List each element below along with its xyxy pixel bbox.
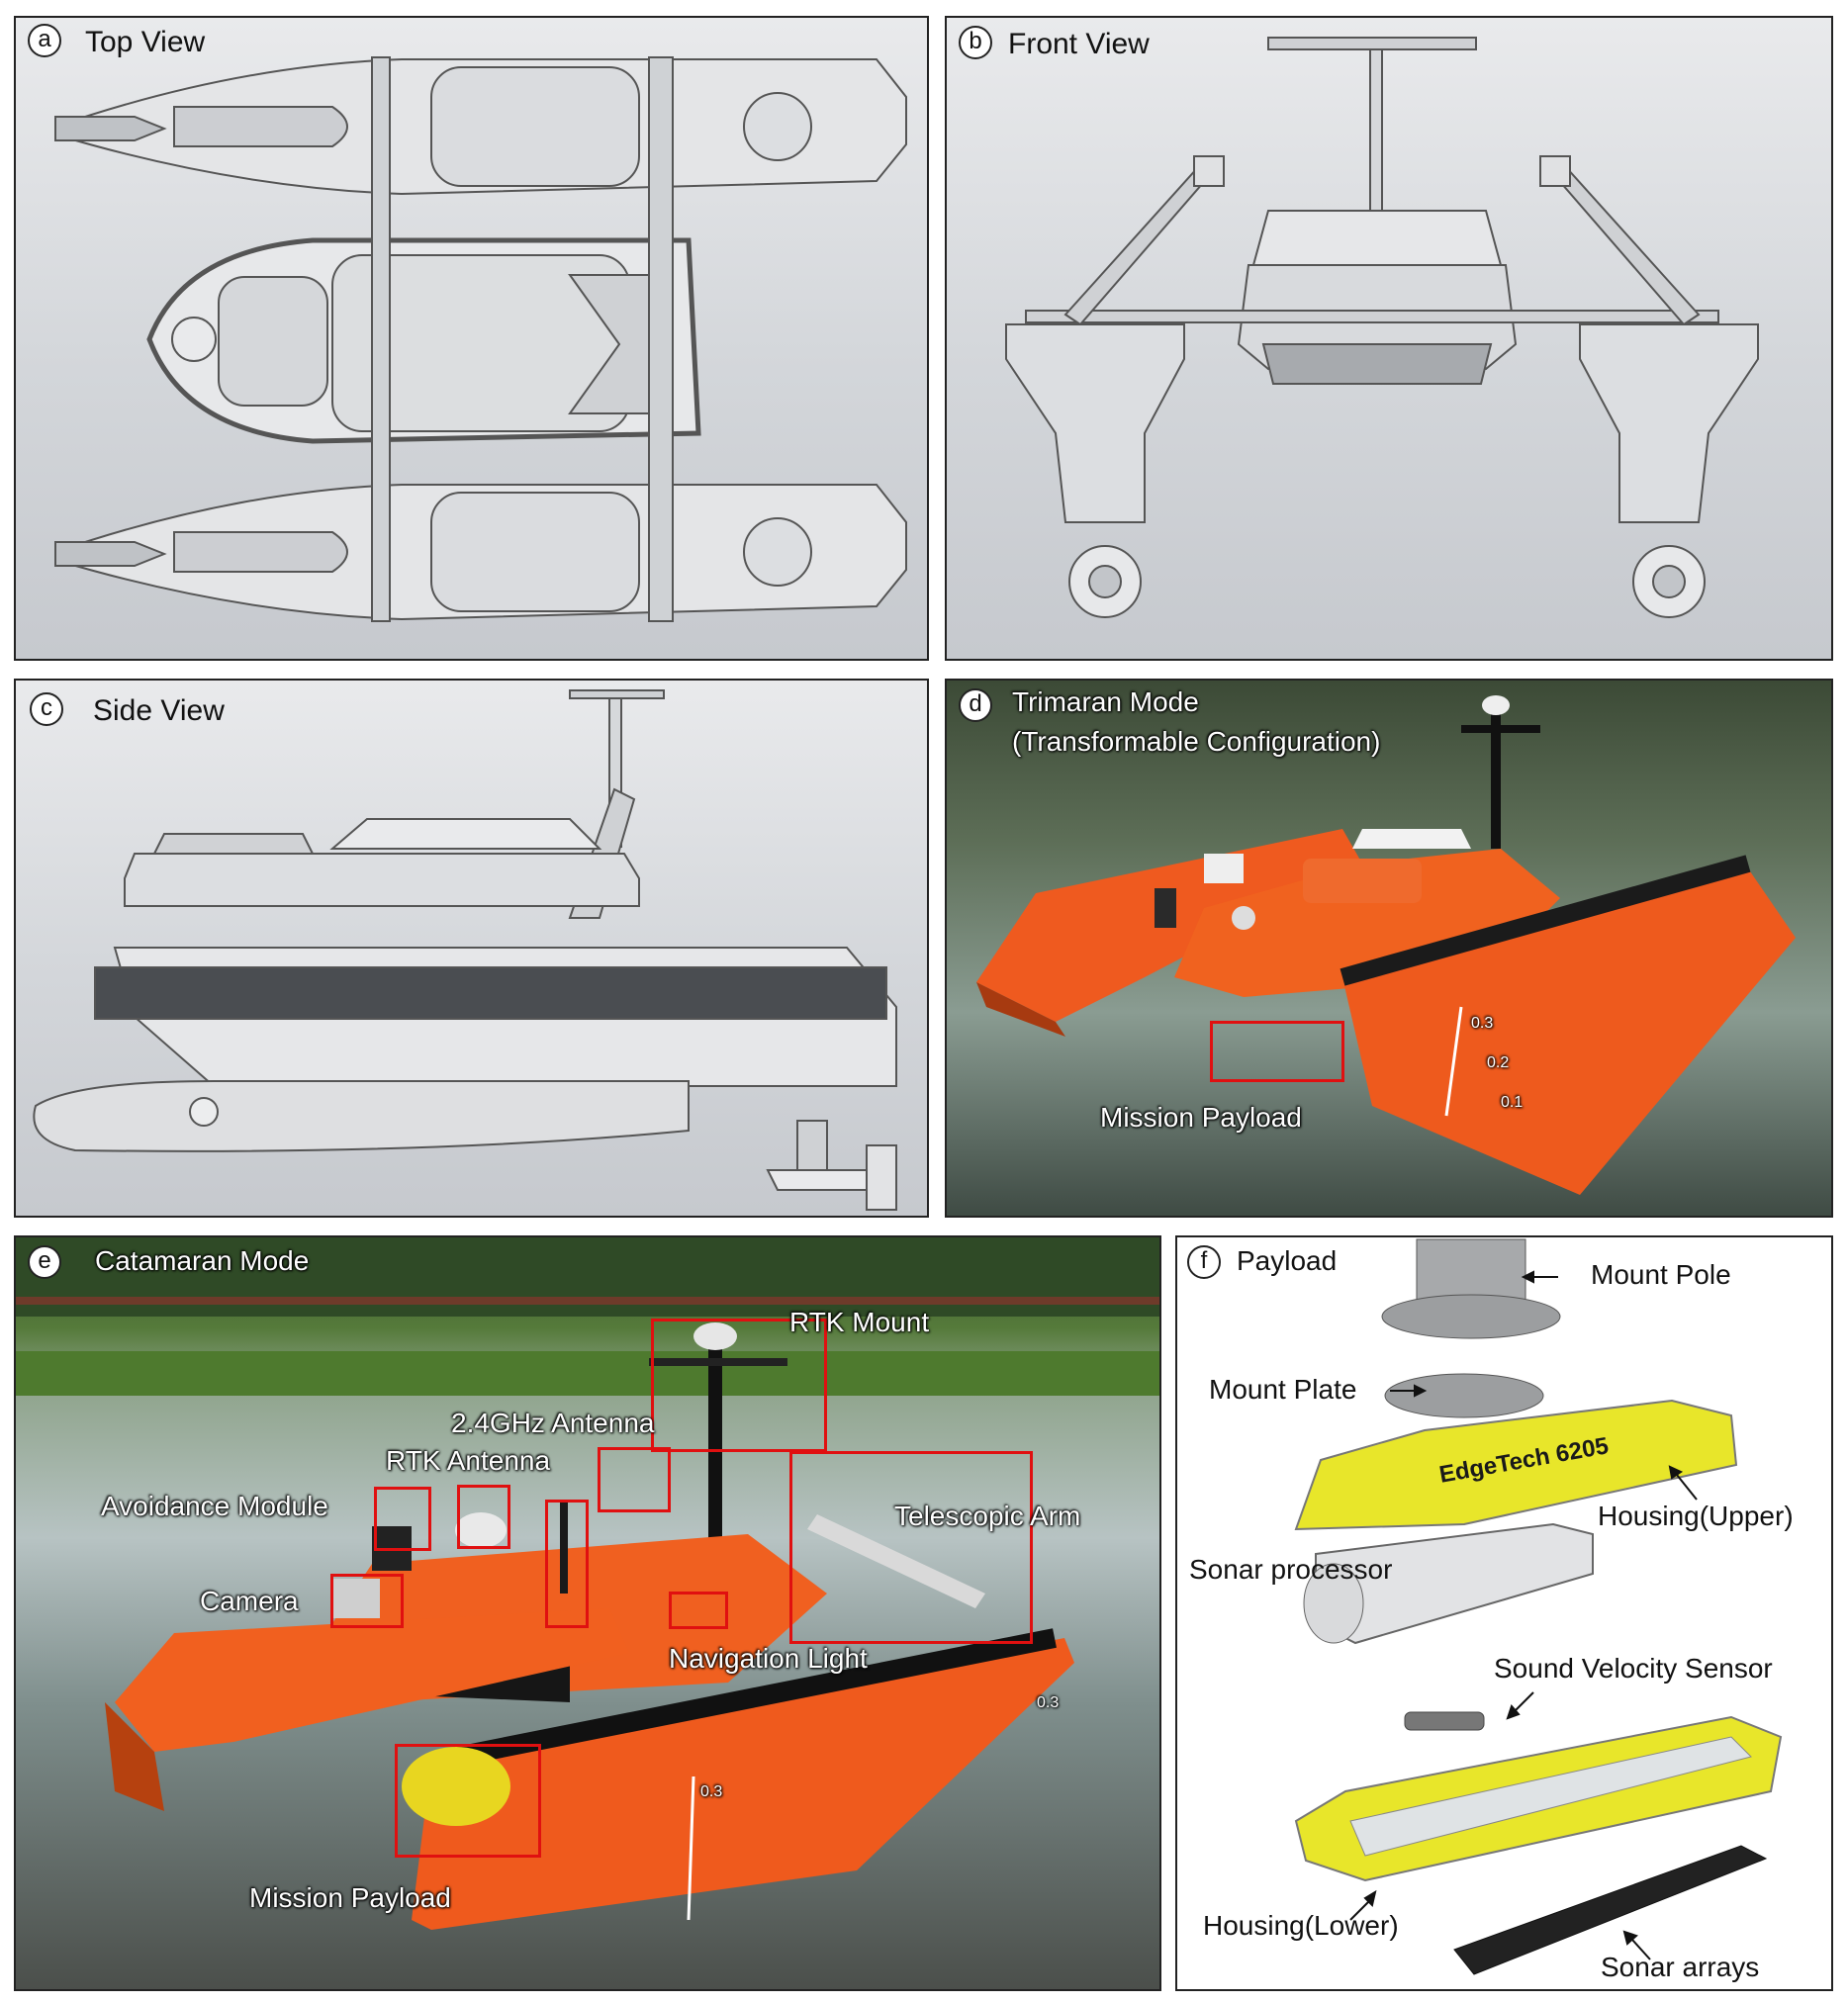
housing-upper-label: Housing(Upper)	[1598, 1501, 1794, 1531]
panel-f-title: Payload	[1237, 1245, 1338, 1276]
mount-pole-label: Mount Pole	[1591, 1259, 1731, 1290]
navigation-light-label: Navigation Light	[669, 1643, 868, 1674]
payload-exploded-drawing	[1294, 1238, 1783, 1975]
mission-payload-label-e: Mission Payload	[249, 1882, 451, 1913]
panel-e-title: Catamaran Mode	[95, 1245, 310, 1276]
scale-mark-02-d: 0.2	[1487, 1054, 1510, 1071]
rtk-antenna-label: RTK Antenna	[386, 1445, 551, 1476]
panel-letter-f: f	[1187, 1245, 1221, 1279]
scale-mark-b-e: 0.3	[1037, 1694, 1060, 1711]
front-view-drawing	[1005, 37, 1759, 618]
panel-c-title: Side View	[93, 694, 225, 727]
sonar-processor-label: Sonar processor	[1189, 1554, 1393, 1585]
panel-letter-e: e	[28, 1245, 61, 1279]
panel-trimaran-photo: 0.3 0.2 0.1 d Trimaran Mode (Transformab…	[945, 679, 1833, 1218]
panel-letter-a: a	[28, 24, 61, 57]
panel-b-title: Front View	[1008, 28, 1150, 60]
panel-payload: EdgeTech 6205 f Payload Mount Pole Mount…	[1175, 1235, 1833, 1991]
rtk-mount-label: RTK Mount	[789, 1307, 930, 1337]
panel-a-title: Top View	[85, 26, 206, 58]
scale-mark-a-e: 0.3	[700, 1783, 723, 1800]
panel-d-title-line2: (Transformable Configuration)	[1012, 726, 1381, 757]
mount-plate-label: Mount Plate	[1209, 1374, 1357, 1405]
telescopic-arm-label: Telescopic Arm	[894, 1501, 1081, 1531]
mission-payload-label-d: Mission Payload	[1100, 1102, 1302, 1133]
catamaran-photo-drawing	[16, 1237, 1159, 1930]
panel-side-view: c Side View	[14, 679, 929, 1218]
top-view-drawing	[54, 56, 907, 622]
scale-mark-01-d: 0.1	[1501, 1094, 1524, 1111]
panel-top-view: a Top View	[14, 16, 929, 661]
mission-payload-box-e	[395, 1744, 541, 1858]
sound-velocity-sensor-label: Sound Velocity Sensor	[1494, 1653, 1773, 1684]
camera-label: Camera	[200, 1586, 299, 1616]
mission-payload-box-d	[1210, 1021, 1344, 1082]
navigation-light-box	[669, 1592, 728, 1629]
antenna-24ghz-label: 2.4GHz Antenna	[451, 1408, 655, 1438]
rtk-antenna-box	[457, 1485, 510, 1549]
panel-d-title-line1: Trimaran Mode	[1012, 686, 1199, 717]
scale-mark-03-d: 0.3	[1471, 1015, 1494, 1032]
antenna-mast-box	[545, 1500, 589, 1628]
panel-letter-d: d	[959, 688, 992, 722]
rtk-mount-box	[651, 1319, 827, 1452]
camera-box	[330, 1574, 404, 1628]
telescopic-arm-box	[789, 1451, 1033, 1644]
panel-front-view: b Front View	[945, 16, 1833, 661]
housing-lower-label: Housing(Lower)	[1203, 1910, 1399, 1941]
side-view-drawing	[33, 689, 897, 1211]
sonar-arrays-label: Sonar arrays	[1601, 1952, 1760, 1982]
panel-letter-b: b	[959, 26, 992, 59]
antenna-24ghz-box	[598, 1447, 671, 1512]
panel-catamaran-photo: 0.3 0.3 e Catamaran Mode RTK Mount 2.4GH…	[14, 1235, 1161, 1991]
panel-letter-c: c	[30, 692, 63, 726]
trimaran-photo-drawing	[976, 695, 1796, 1195]
avoidance-module-label: Avoidance Module	[101, 1491, 328, 1521]
avoidance-module-box	[374, 1487, 431, 1551]
